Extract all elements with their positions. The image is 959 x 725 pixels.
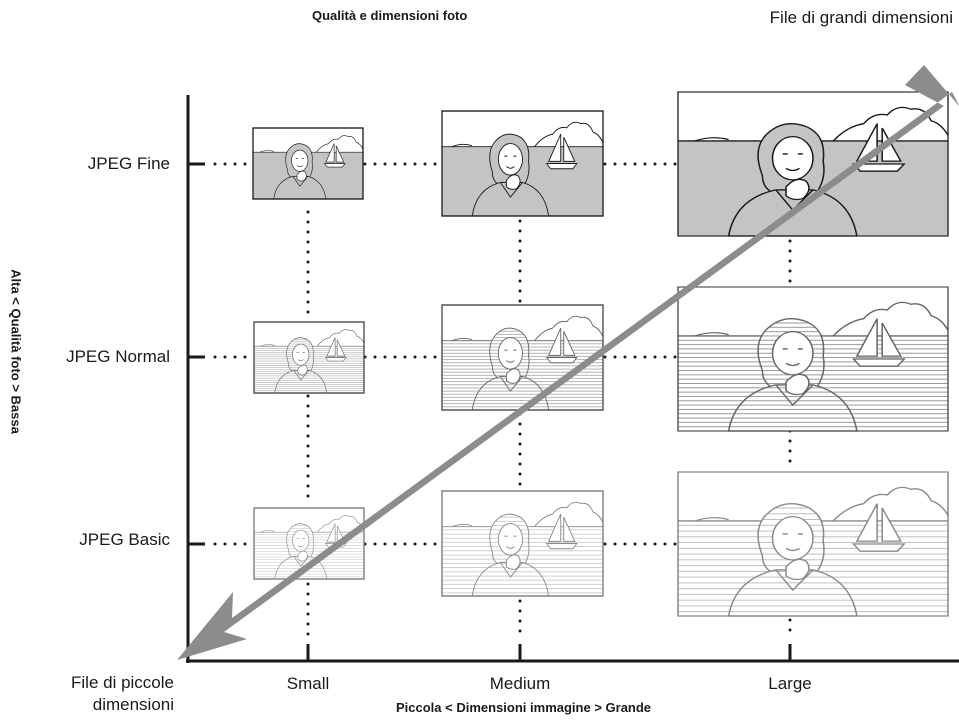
diagram-title: Qualità e dimensioni foto	[312, 8, 468, 23]
photo-normal-medium	[441, 304, 604, 411]
row-label-normal: JPEG Normal	[66, 347, 170, 366]
photo-fine-medium	[441, 110, 604, 217]
row-label-basic: JPEG Basic	[79, 530, 170, 549]
photo-grid	[252, 91, 949, 617]
photo-normal-large	[677, 286, 949, 432]
column-label-large: Large	[768, 674, 812, 693]
photo-fine-small	[252, 127, 364, 200]
row-label-fine: JPEG Fine	[87, 154, 170, 173]
y-axis-title: Alta < Qualità foto > Bassa	[8, 269, 24, 434]
x-axis-title: Piccola < Dimensioni immagine > Grande	[396, 700, 652, 715]
large-files-label: File di grandi dimensioni	[769, 8, 953, 27]
photo-basic-large	[677, 471, 949, 617]
photo-normal-small	[253, 321, 365, 394]
photo-fine-large	[677, 91, 949, 237]
row-guides	[213, 162, 678, 546]
photo-basic-medium	[441, 490, 604, 597]
column-label-medium: Medium	[489, 674, 551, 693]
column-label-small: Small	[286, 674, 330, 693]
column-guides	[306, 210, 792, 642]
small-files-label: File di piccole dimensioni	[71, 673, 174, 714]
